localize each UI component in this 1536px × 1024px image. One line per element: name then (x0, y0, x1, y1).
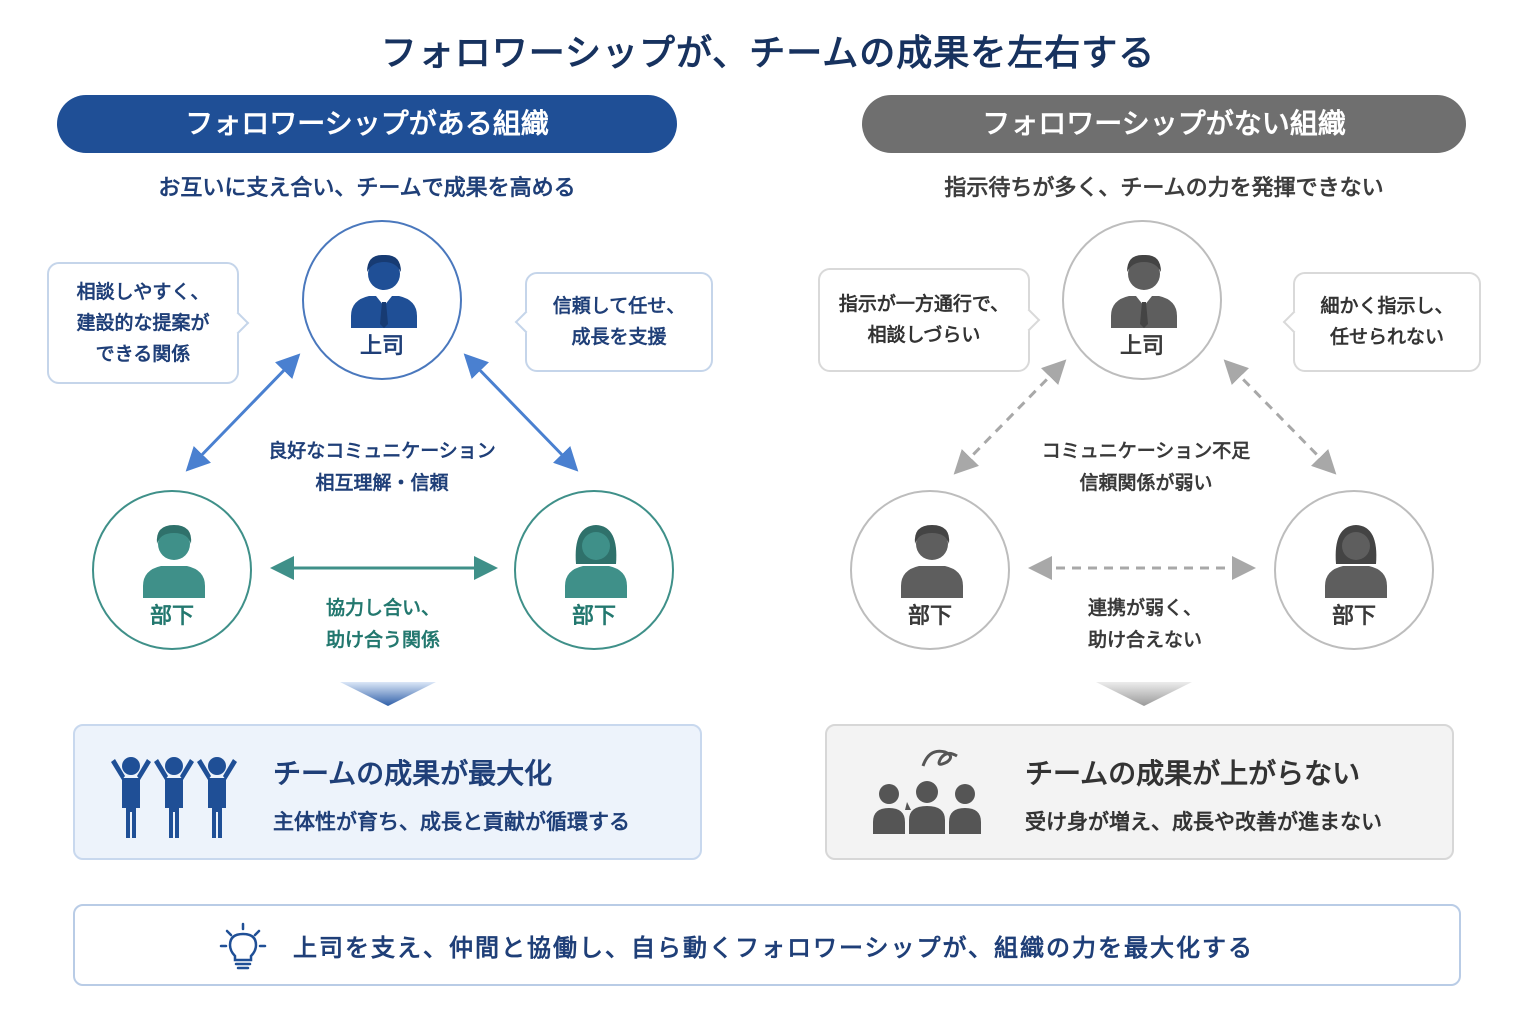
positive-header: フォロワーシップがある組織 (57, 95, 677, 153)
boss-icon (1111, 254, 1177, 328)
person-icon (143, 525, 205, 598)
down-arrow-negative (1096, 682, 1192, 706)
negative-subordinate-left-node: 部下 (850, 490, 1010, 650)
node-label: 上司 (1119, 334, 1164, 359)
negative-bottom-text: 連携が弱く、 助け合えない (1032, 592, 1258, 656)
bubble-line: 任せられない (1329, 326, 1444, 348)
positive-result-title: チームの成果が最大化 (273, 757, 553, 790)
negative-result-box: チームの成果が上がらない 受け身が増え、成長や改善が進まない (825, 724, 1454, 860)
positive-boss-node: 上司 (302, 220, 462, 380)
bubble-line: 信頼して任せ、 (552, 295, 686, 317)
positive-result-box: チームの成果が最大化 主体性が育ち、成長と貢献が循環する (73, 724, 702, 860)
bottom-line: 助け合う関係 (325, 629, 440, 651)
bottom-line: 助け合えない (1087, 629, 1202, 651)
node-label: 部下 (149, 604, 194, 629)
negative-subtitle: 指示待ちが多く、チームの力を発揮できない (944, 176, 1384, 201)
negative-boss-node: 上司 (1062, 220, 1222, 380)
woman-icon (1325, 525, 1387, 598)
bubble-line: できる関係 (95, 342, 191, 365)
arrow-boss-sub-left (185, 353, 301, 472)
down-arrow-positive (340, 682, 436, 706)
arrow-neg-boss-sub-left (953, 359, 1067, 475)
positive-bottom-text: 協力し合い、 助け合う関係 (270, 592, 496, 656)
bottom-line: 協力し合い、 (325, 597, 440, 619)
center-line: コミュニケーション不足 (1041, 440, 1251, 462)
node-label: 部下 (907, 604, 952, 629)
person-icon (901, 525, 963, 598)
node-label: 部下 (1331, 604, 1376, 629)
bubble-line: 成長を支援 (571, 326, 667, 348)
arrow-neg-boss-sub-right (1223, 359, 1337, 475)
bubble-line: 細かく指示し、 (1320, 295, 1454, 317)
positive-result-desc: 主体性が育ち、成長と貢献が循環する (273, 810, 630, 834)
team-cheering-icon (111, 757, 237, 838)
positive-subordinate-right-node: 部下 (514, 490, 674, 650)
negative-bubble-right: 細かく指示し、 任せられない (1282, 272, 1481, 372)
bubble-line: 建設的な提案が (76, 311, 210, 334)
negative-result-desc: 受け身が増え、成長や改善が進まない (1025, 810, 1382, 834)
positive-bubble-right: 信頼して任せ、 成長を支援 (514, 272, 713, 372)
confused-team-icon (873, 749, 981, 834)
positive-center-text: 良好なコミュニケーション 相互理解・信頼 (232, 435, 532, 499)
footer-text: 上司を支え、仲間と協働し、自ら動くフォロワーシップが、組織の力を最大化する (293, 934, 1255, 962)
lightbulb-icon (219, 922, 267, 970)
bubble-line: 指示が一方通行で、 (838, 293, 1010, 315)
arrow-boss-sub-right (463, 353, 579, 472)
node-label: 部下 (571, 604, 616, 629)
page-title: フォロワーシップが、チームの成果を左右する (380, 33, 1156, 74)
negative-center-text: コミュニケーション不足 信頼関係が弱い (996, 435, 1296, 499)
positive-bubble-left: 相談しやすく、 建設的な提案が できる関係 (47, 262, 250, 384)
boss-icon (351, 254, 417, 328)
positive-subtitle: お互いに支え合い、チームで成果を高める (158, 176, 576, 201)
negative-result-title: チームの成果が上がらない (1025, 757, 1361, 790)
bubble-line: 相談しやすく、 (76, 280, 210, 303)
negative-header: フォロワーシップがない組織 (862, 95, 1466, 153)
negative-bubble-left: 指示が一方通行で、 相談しづらい (818, 268, 1041, 372)
center-line: 相互理解・信頼 (315, 472, 449, 494)
positive-subordinate-left-node: 部下 (92, 490, 252, 650)
woman-icon (565, 525, 627, 598)
center-line: 良好なコミュニケーション (268, 440, 496, 462)
node-label: 上司 (359, 334, 404, 359)
bottom-line: 連携が弱く、 (1087, 597, 1202, 619)
negative-subordinate-right-node: 部下 (1274, 490, 1434, 650)
center-line: 信頼関係が弱い (1079, 472, 1213, 494)
footer-message-box: 上司を支え、仲間と協働し、自ら動くフォロワーシップが、組織の力を最大化する (73, 904, 1461, 986)
bubble-line: 相談しづらい (867, 324, 981, 346)
